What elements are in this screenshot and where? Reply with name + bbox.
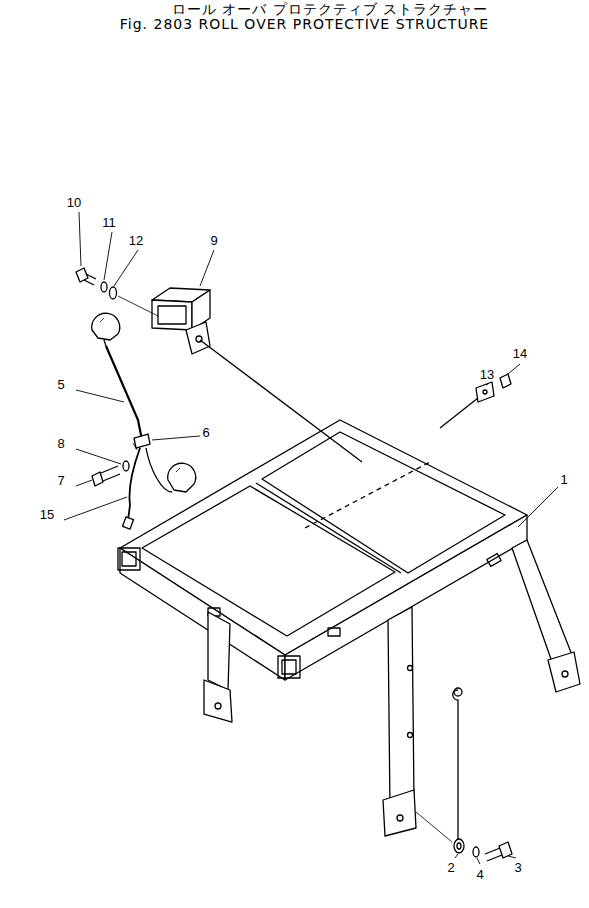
work-lamp xyxy=(168,463,196,492)
bolt xyxy=(92,472,103,486)
leg xyxy=(512,540,572,662)
callout-number: 15 xyxy=(40,508,54,522)
rod xyxy=(453,690,458,840)
wire xyxy=(106,346,142,440)
assembly-line xyxy=(133,443,137,450)
foot-hole xyxy=(562,671,568,677)
panel-divider xyxy=(256,483,401,573)
connector xyxy=(123,517,134,529)
roof-panel xyxy=(142,486,395,636)
wire xyxy=(128,448,140,520)
callout-number: 6 xyxy=(202,426,209,440)
leg-hole xyxy=(408,733,413,738)
lamp-glint xyxy=(100,318,104,322)
hidden-line xyxy=(305,462,430,528)
washer xyxy=(473,847,479,857)
assembly-line xyxy=(118,296,158,316)
lamp-wire xyxy=(146,448,172,492)
rod-eye xyxy=(454,839,464,853)
callout-number: 12 xyxy=(129,234,143,248)
canopy-top xyxy=(120,420,527,655)
callout-number: 1 xyxy=(560,473,567,487)
leg-hole xyxy=(408,666,413,671)
assembly-line xyxy=(440,398,478,428)
assembly-line xyxy=(416,812,452,842)
washer xyxy=(101,282,107,292)
lamp-bracket xyxy=(158,306,186,324)
rod-eye xyxy=(454,688,462,696)
bolt xyxy=(499,842,512,858)
front-beam xyxy=(120,548,285,680)
bolt xyxy=(103,474,120,481)
bolt xyxy=(84,280,94,285)
foot-hole xyxy=(397,815,403,821)
roof-panel xyxy=(262,432,505,573)
callout-number: 5 xyxy=(57,378,64,392)
clamp xyxy=(134,434,150,448)
bolt xyxy=(487,855,502,861)
bolt xyxy=(86,274,96,279)
plate-hole xyxy=(483,390,487,394)
lamp-glint xyxy=(176,468,180,472)
assembly-line xyxy=(200,340,362,462)
washer xyxy=(110,287,117,299)
callout-number: 9 xyxy=(210,234,217,248)
leg-foot xyxy=(383,790,416,836)
rod-eye xyxy=(457,843,461,849)
callout-number: 10 xyxy=(67,196,81,210)
washer xyxy=(123,461,129,471)
lamp-bracket xyxy=(152,300,192,330)
callout-number: 2 xyxy=(447,861,454,875)
leader-lines xyxy=(64,212,558,864)
figure-subtitle: ロール オーバ プロテクティブ ストラクチャー xyxy=(172,2,488,17)
callout-number: 4 xyxy=(476,868,483,882)
tube-end xyxy=(278,656,300,678)
plate xyxy=(476,382,494,402)
figure-title: Fig. 2803 ROLL OVER PROTECTIVE STRUCTURE xyxy=(120,17,489,32)
callout-number: 8 xyxy=(57,437,64,451)
callout-number: 7 xyxy=(57,474,64,488)
lamp-wire xyxy=(104,340,106,346)
clip xyxy=(487,554,501,567)
foot-hole xyxy=(215,703,221,709)
callout-number: 3 xyxy=(514,861,521,875)
tube-end xyxy=(282,660,296,674)
tube-end xyxy=(118,548,140,570)
bolt xyxy=(500,374,511,388)
callout-number: 11 xyxy=(102,216,116,230)
leg xyxy=(208,612,230,690)
clip xyxy=(328,628,340,636)
callout-number: 13 xyxy=(480,368,494,382)
work-lamp xyxy=(92,313,120,340)
tube-end xyxy=(122,552,136,566)
bolt xyxy=(101,466,118,473)
bracket-tab xyxy=(186,322,210,354)
leg-foot xyxy=(204,680,232,722)
bolt xyxy=(76,268,88,282)
bolt xyxy=(485,848,500,854)
leg-foot xyxy=(548,652,580,692)
callout-number: 14 xyxy=(513,347,527,361)
leg xyxy=(388,607,414,810)
